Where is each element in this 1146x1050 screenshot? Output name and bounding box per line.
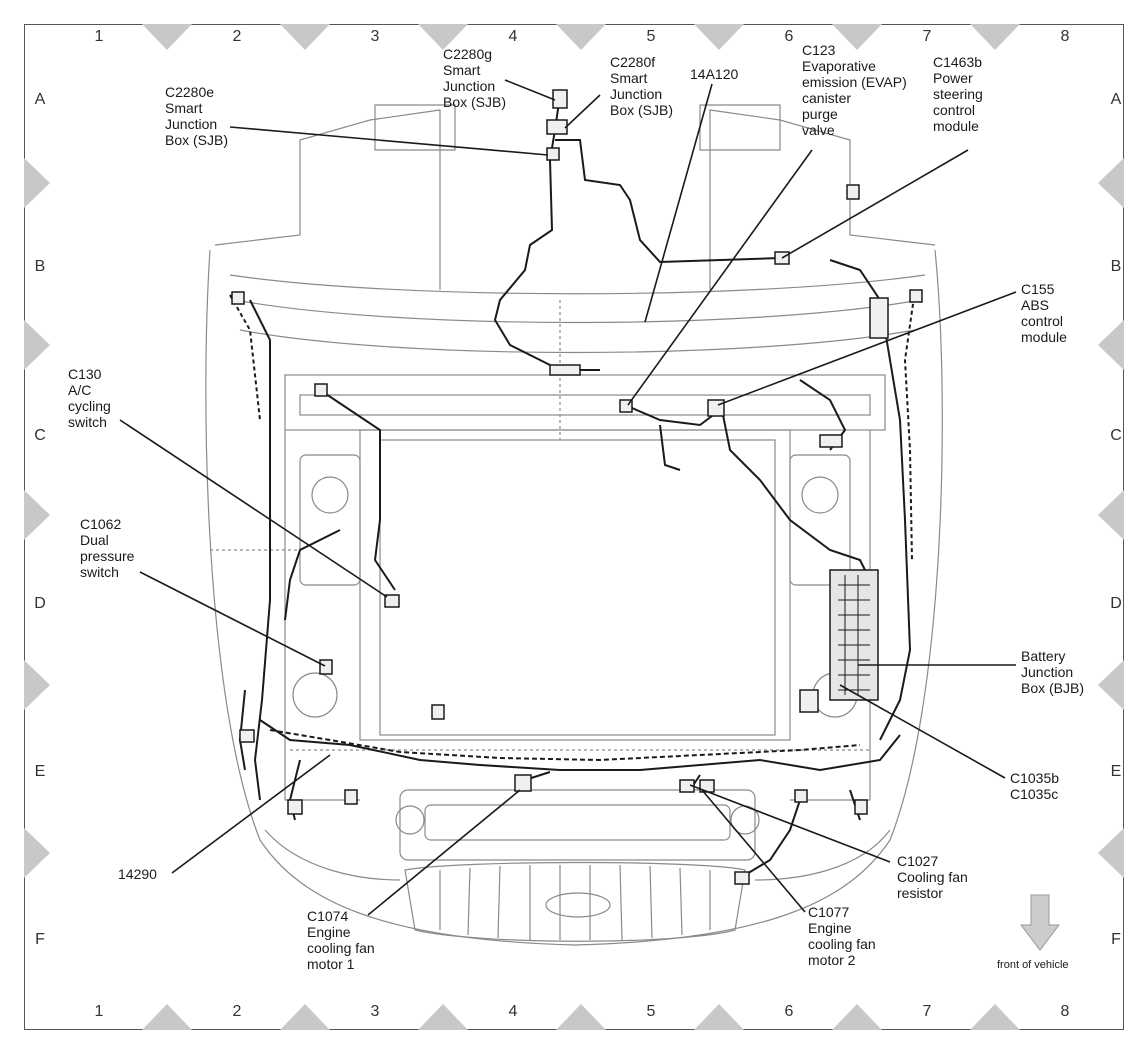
callout-14a120: 14A120: [690, 66, 739, 82]
row-label-left: C: [34, 427, 46, 444]
grid-markers: [24, 24, 1124, 1030]
column-label-bottom: 8: [1060, 1003, 1070, 1020]
callout-c155: C155 ABS control module: [1021, 281, 1067, 345]
column-label-top: 6: [784, 28, 794, 45]
column-label-top: 2: [232, 28, 242, 45]
row-label-right: A: [1110, 91, 1122, 108]
row-label-left: B: [34, 258, 46, 275]
callout-c1077: C1077 Engine cooling fan motor 2: [808, 904, 876, 968]
row-label-left: A: [34, 91, 46, 108]
row-label-left: E: [34, 763, 46, 780]
row-label-right: B: [1110, 258, 1122, 275]
callout-c1027: C1027 Cooling fan resistor: [897, 853, 968, 901]
callout-c2280e: C2280e Smart Junction Box (SJB): [165, 84, 229, 148]
row-label-right: D: [1110, 595, 1122, 612]
row-label-right: E: [1110, 763, 1122, 780]
column-label-bottom: 3: [370, 1003, 380, 1020]
front-of-vehicle-label: front of vehicle: [997, 959, 1069, 971]
callout-c123: C123 Evaporative emission (EVAP) caniste…: [802, 42, 907, 138]
callout-c1463b: C1463b Power steering control module: [933, 54, 983, 134]
callout-c2280f: C2280f Smart Junction Box (SJB): [610, 54, 674, 118]
column-label-bottom: 5: [646, 1003, 656, 1020]
wiring-harness: [229, 94, 916, 876]
column-label-top: 5: [646, 28, 656, 45]
vehicle-structure: [205, 104, 943, 946]
callout-14290: 14290: [118, 866, 157, 882]
column-label-top: 1: [94, 28, 104, 45]
battery-junction-box: [829, 569, 879, 701]
column-label-bottom: 7: [922, 1003, 932, 1020]
row-label-right: F: [1111, 931, 1121, 948]
down-arrow-icon: [1019, 894, 1061, 951]
row-label-right: C: [1110, 427, 1122, 444]
callout-bjb: Battery Junction Box (BJB): [1021, 648, 1085, 696]
column-label-bottom: 1: [94, 1003, 104, 1020]
column-label-top: 8: [1060, 28, 1070, 45]
callout-c2280g: C2280g Smart Junction Box (SJB): [443, 46, 507, 110]
column-label-bottom: 6: [784, 1003, 794, 1020]
row-label-left: F: [35, 931, 45, 948]
column-label-bottom: 2: [232, 1003, 242, 1020]
column-label-top: 7: [922, 28, 932, 45]
row-label-left: D: [34, 595, 46, 612]
leader-lines: [119, 79, 1017, 916]
connectors: [231, 89, 923, 885]
column-label-top: 4: [508, 28, 518, 45]
callout-c1062: C1062 Dual pressure switch: [80, 516, 135, 580]
callout-c130: C130 A/C cycling switch: [68, 366, 111, 430]
callout-c1035: C1035b C1035c: [1010, 770, 1060, 802]
column-label-bottom: 4: [508, 1003, 518, 1020]
callout-c1074: C1074 Engine cooling fan motor 1: [307, 908, 375, 972]
column-label-top: 3: [370, 28, 380, 45]
